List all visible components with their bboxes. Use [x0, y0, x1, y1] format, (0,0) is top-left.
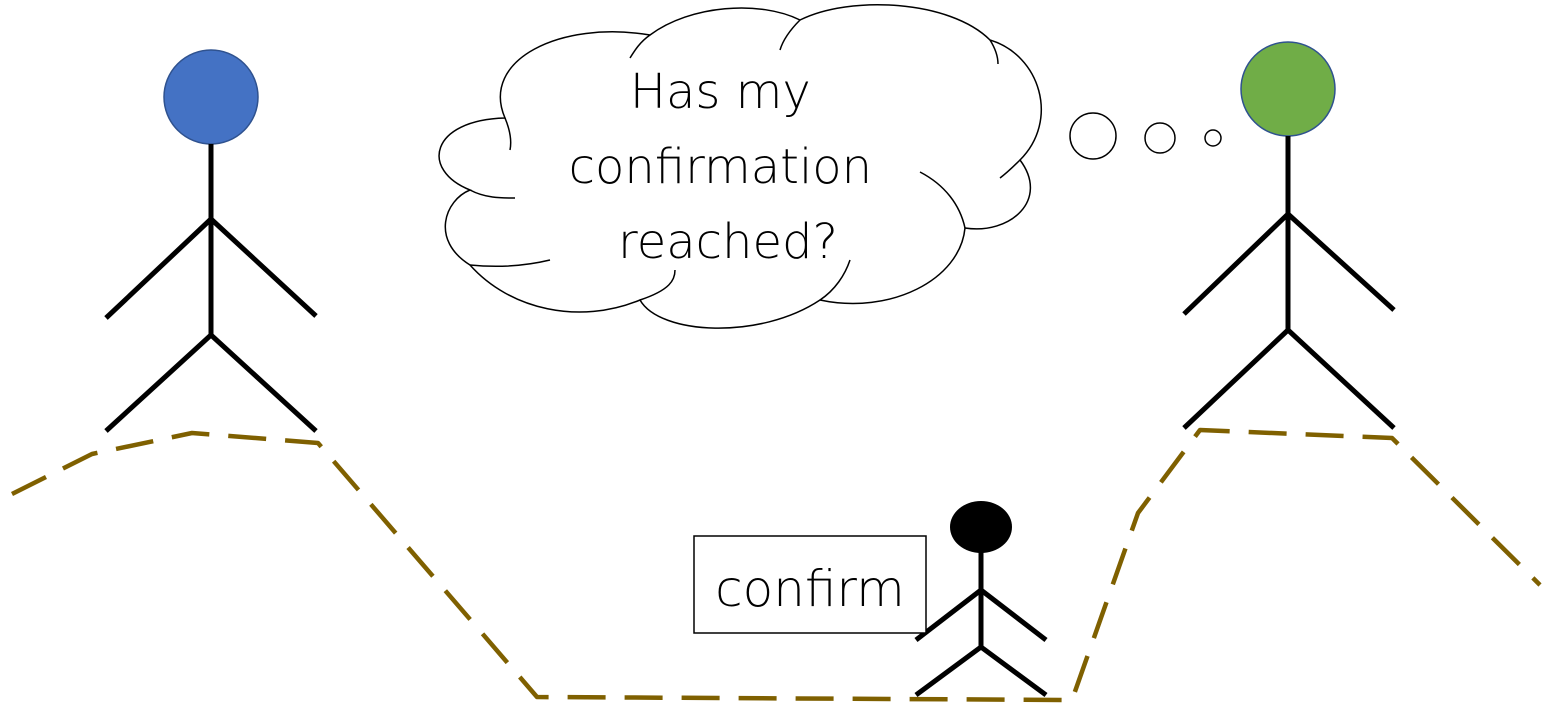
thought-trail-medium — [1144, 122, 1176, 154]
thought-cloud-outline — [438, 3, 1043, 329]
sender-right-arm — [209, 217, 318, 318]
messenger-left-arm — [914, 588, 983, 642]
thought-text: Has my confirmation reached? — [569, 64, 888, 270]
messenger-right-leg — [979, 644, 1048, 698]
messenger-figure — [914, 501, 1048, 698]
sender-left-arm — [104, 217, 213, 320]
thought-line-2: confirmation — [569, 139, 872, 195]
thought-bubble: Has my confirmation reached? — [438, 3, 1043, 329]
messenger-left-leg — [914, 644, 983, 698]
receiver-left-arm — [1182, 212, 1290, 316]
receiver-left-leg — [1182, 328, 1290, 430]
sender-right-leg — [209, 333, 318, 433]
receiver-head — [1240, 41, 1336, 137]
receiver-right-arm — [1286, 212, 1396, 312]
message-box: confirm — [693, 535, 927, 634]
messenger-right-arm — [979, 588, 1048, 642]
message-box-label: confirm — [715, 560, 905, 618]
thought-trail — [1069, 112, 1222, 160]
message-box-frame — [693, 535, 927, 634]
thought-trail-large — [1069, 112, 1117, 160]
receiver-figure — [1182, 41, 1396, 430]
thought-line-1: Has my — [630, 64, 811, 120]
thought-trail-small — [1204, 129, 1222, 147]
sender-figure — [104, 49, 318, 433]
thought-line-3: reached? — [618, 214, 838, 270]
terrain-path — [10, 427, 1542, 703]
sender-left-leg — [104, 333, 213, 433]
messenger-head — [950, 501, 1012, 553]
sender-head — [163, 49, 259, 145]
receiver-right-leg — [1286, 328, 1396, 430]
thought-cloud-creases — [469, 19, 1021, 301]
